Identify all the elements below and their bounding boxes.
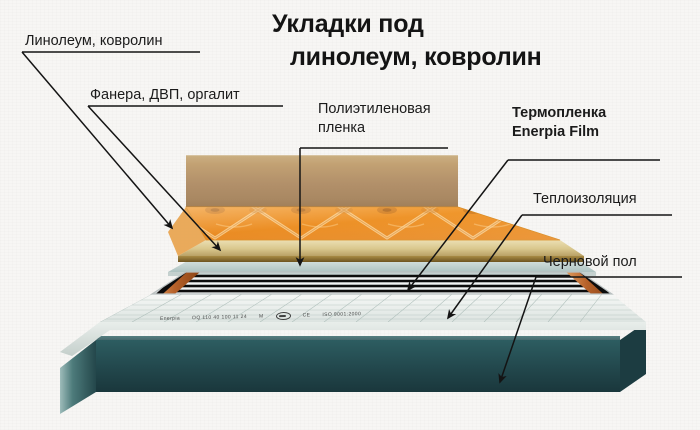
title-line-1: Укладки под (272, 10, 424, 38)
label-polyethylene: Полиэтиленовая пленка (318, 100, 468, 137)
label-linoleum: Линолеум, ковролин (25, 32, 163, 51)
label-plywood-text: Фанера, ДВП, оргалит (90, 87, 240, 103)
leader-subfloor-arrow (498, 276, 537, 384)
label-insulation: Теплоизоляция (533, 190, 637, 209)
leader-insulation-arrow (446, 214, 523, 320)
label-plywood: Фанера, ДВП, оргалит (90, 86, 240, 105)
leader-linoleum-arrow (21, 51, 174, 230)
label-thermofilm: Термопленка Enerpia Film (512, 104, 662, 141)
back-wall-panel (186, 155, 458, 207)
page-title: Укладки под линолеум, ковролин (272, 8, 672, 74)
label-thermofilm-line-2: Enerpia Film (512, 123, 600, 140)
label-polyethylene-line-2: пленка (318, 119, 366, 136)
label-polyethylene-line-1: Полиэтиленовая (318, 101, 431, 117)
label-subfloor: Черновой пол (543, 253, 637, 272)
title-line-2: линолеум, ковролин (290, 43, 542, 71)
label-thermofilm-line-1: Термопленка (512, 105, 607, 121)
leader-thermofilm-arrow (406, 159, 509, 292)
label-linoleum-text: Линолеум, ковролин (25, 33, 163, 49)
label-insulation-text: Теплоизоляция (533, 191, 637, 207)
label-subfloor-text: Черновой пол (543, 254, 637, 270)
leader-plywood-arrow (87, 105, 222, 252)
